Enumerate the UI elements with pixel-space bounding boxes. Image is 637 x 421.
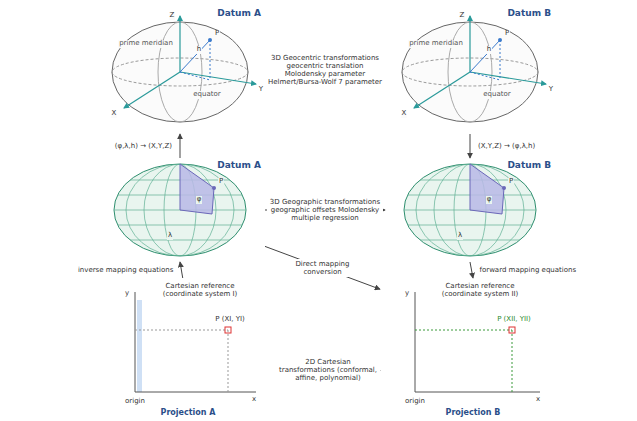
axis-label: P [218,178,224,186]
axis-label: Z [169,12,176,20]
axis-label: P [504,30,510,38]
axis-label: φ [196,196,203,204]
axis-label: origin [404,398,426,406]
axis-label: equator [482,91,511,99]
datum-ellipsoid: Datum A [95,158,265,262]
edge-label: forward mapping equations [478,265,579,275]
datum-ellipsoid: Datum A [95,6,265,134]
axis-label: equator [192,91,221,99]
edge-label: 2D Cartesian transformations (conformal,… [276,357,380,383]
axis-label: X [111,110,118,118]
axis-label: λ [457,232,463,240]
axis-label: λ [167,232,173,240]
datum-title: Datum B [507,160,551,170]
axis-label: y [124,290,130,298]
transformation-arrow [470,134,471,158]
edge-label: 3D Geocentric transformations geocentric… [264,53,386,87]
projection-title: Projection A [100,408,276,417]
axis-label: h [486,46,492,54]
edge-label: inverse mapping equations [76,265,175,275]
datum-title: Datum A [217,8,261,18]
edge-label: (φ,λ,h) → (X,Y,Z) [113,141,174,151]
projection-title: Projection B [380,408,566,417]
edge-label: Direct mapping conversion [276,259,370,277]
datum-title: Datum A [217,160,261,170]
cartesian-plane [415,292,540,392]
datum-ellipsoid: Datum B [385,6,555,134]
geocentric-ellipsoid [402,16,546,122]
datum-ellipsoid: Datum B [385,158,555,262]
axis-label: prime meridian [408,40,464,48]
transformation-arrow [265,246,380,289]
edge-label: (X,Y,Z) → (φ,λ,h) [476,141,537,151]
axis-label: prime meridian [118,40,174,48]
axis-label: φ [486,196,493,204]
axis-label: y [404,290,410,298]
projection-panel: Cartesian reference (coordinate system I… [100,278,276,418]
geocentric-ellipsoid [112,16,256,122]
panel-heading: Cartesian reference (coordinate system I… [425,282,535,298]
panel-heading: Cartesian reference (coordinate system I… [145,282,255,298]
axis-label: h [196,46,202,54]
edge-label: 3D Geographic transformations geographic… [267,197,383,223]
geographic-ellipsoid [110,164,250,256]
axis-label: Y [258,86,264,94]
datum-title: Datum B [507,8,551,18]
transformation-arrow [180,134,181,158]
axis-label: X [401,110,408,118]
axis-label: x [251,396,257,404]
cartesian-plane [135,292,256,392]
axis-label: P (XI, YI) [214,316,246,324]
axis-label: P (XII, YII) [496,316,532,324]
axis-label: x [535,396,541,404]
axis-label: Z [459,12,466,20]
axis-label: Y [548,86,554,94]
axis-label: P [214,30,220,38]
geographic-ellipsoid [400,164,540,256]
axis-label: P [508,178,514,186]
transformation-arrow [470,262,473,278]
transformation-arrow [180,262,183,278]
axis-label: origin [124,398,146,406]
